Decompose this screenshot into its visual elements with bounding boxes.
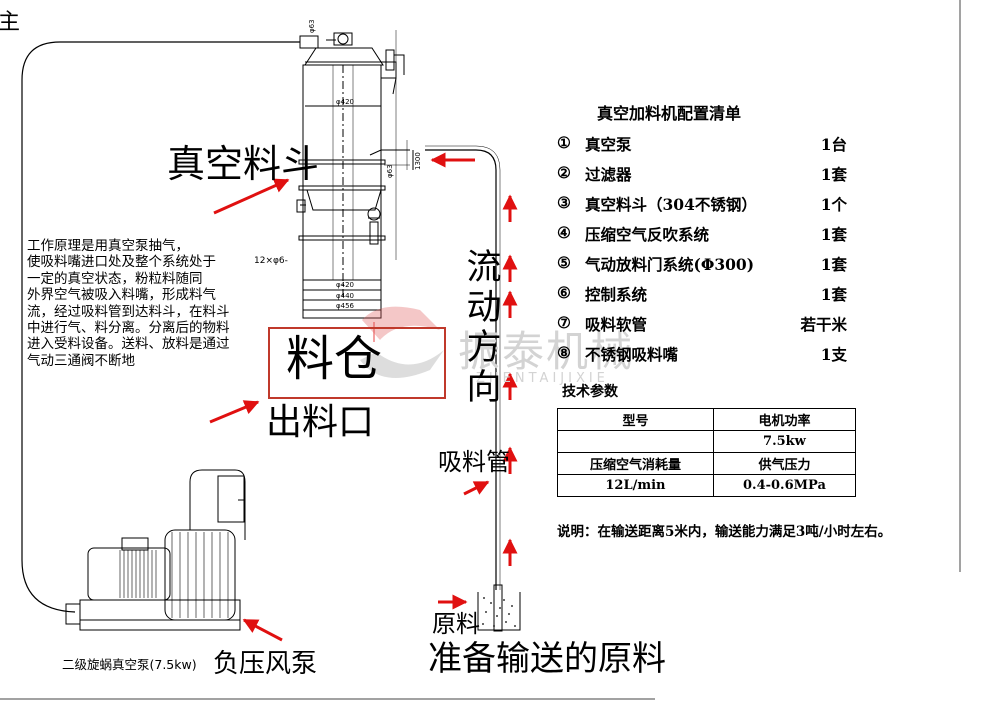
table-row: 型号 电机功率 <box>557 408 857 431</box>
silo-box <box>268 327 446 399</box>
config-item: ⑥ 控制系统 1套 <box>557 283 847 307</box>
watermark-text: 振泰机械 <box>458 327 635 376</box>
config-item: ① 真空泵 1台 <box>557 133 847 157</box>
config-name: 不锈钢吸料嘴 <box>585 345 679 364</box>
dim-bottom-3: φ456 <box>336 302 355 310</box>
config-name: 压缩空气反吹系统 <box>585 225 710 244</box>
suction-pipe <box>425 149 497 590</box>
config-item: ⑤ 气动放料门系统(Φ300) 1套 <box>557 253 847 277</box>
vacuum-pump-drawing <box>65 469 246 631</box>
spec-cell <box>557 430 714 453</box>
config-num: ④ <box>557 223 571 242</box>
spec-cell: 7.5kw <box>712 430 857 453</box>
prepare-label: 准备输送的原料 <box>428 639 666 679</box>
config-num: ⑥ <box>557 283 571 302</box>
config-item: ④ 压缩空气反吹系统 1套 <box>557 223 847 247</box>
spec-cell: 0.4-0.6MPa <box>712 474 857 497</box>
config-qty: 1套 <box>820 285 847 304</box>
watermark-logo <box>360 306 444 378</box>
table-row: 压缩空气消耗量 供气压力 <box>557 452 857 475</box>
config-qty: 1台 <box>820 135 847 154</box>
config-num: ⑦ <box>557 313 571 332</box>
table-row: 12L/min 0.4-0.6MPa <box>557 474 857 497</box>
dim-top-pipe: φ63 <box>308 19 316 33</box>
config-num: ③ <box>557 193 571 212</box>
dim-bottom-2: φ440 <box>336 292 354 300</box>
config-qty: 1支 <box>820 345 847 364</box>
config-num: ① <box>557 133 571 152</box>
config-qty: 1套 <box>820 255 847 274</box>
table-row: 7.5kw <box>557 430 857 453</box>
config-qty: 若干米 <box>800 315 847 334</box>
config-item: ③ 真空料斗（304不锈钢） 1个 <box>557 193 847 217</box>
flow-direction-label: 流动方向 <box>466 248 502 408</box>
config-title: 真空加料机配置清单 <box>597 104 742 123</box>
dim-top: φ420 <box>336 98 354 106</box>
fan-label: 负压风泵 <box>213 649 318 679</box>
working-principle-text: 工作原理是用真空泵抽气， 使吸料嘴进口处及整个系统处于 一定的真空状态，粉粒料随… <box>27 238 230 369</box>
raw-material-label: 原料 <box>432 610 480 638</box>
spec-header-power: 电机功率 <box>712 408 857 431</box>
config-name: 控制系统 <box>585 285 648 304</box>
config-item: ⑧ 不锈钢吸料嘴 1支 <box>557 343 847 367</box>
pump-caption: 二级旋蜗真空泵(7.5kw) <box>62 657 197 672</box>
config-num: ⑤ <box>557 253 571 272</box>
config-num: ⑧ <box>557 343 571 362</box>
dim-bottom-1: φ420 <box>336 281 354 289</box>
config-name: 真空泵 <box>585 135 632 154</box>
watermark-subtext: ZHENTAIJIXIE <box>476 371 609 386</box>
config-qty: 1个 <box>820 195 847 214</box>
flow-arrows <box>209 152 518 642</box>
air-return-pipe <box>21 41 318 613</box>
hopper-label: 真空料斗 <box>167 142 320 186</box>
outlet-label: 出料口 <box>266 402 375 443</box>
spec-cell: 压缩空气消耗量 <box>557 452 714 475</box>
config-item: ② 过滤器 1套 <box>557 163 847 187</box>
dim-holes: 12×φ6- <box>254 256 288 266</box>
config-name: 吸料软管 <box>585 315 648 334</box>
spec-table: 型号 电机功率 7.5kw 压缩空气消耗量 供气压力 12L/min 0.4-0… <box>557 408 857 497</box>
config-qty: 1套 <box>820 165 847 184</box>
config-num: ② <box>557 163 571 182</box>
spec-cell: 12L/min <box>557 474 714 497</box>
raw-material-bucket <box>477 584 521 632</box>
config-name: 气动放料门系统(Φ300) <box>585 255 755 274</box>
vacuum-hopper-drawing <box>296 30 414 319</box>
dim-side: φ63 <box>386 164 394 178</box>
config-item: ⑦ 吸料软管 若干米 <box>557 313 847 337</box>
silo-label: 料仓 <box>286 331 383 387</box>
config-name: 真空料斗（304不锈钢） <box>585 195 757 214</box>
note-text: 说明：在输送距离5米内，输送能力满足3吨/小时左右。 <box>557 524 892 540</box>
config-name: 过滤器 <box>585 165 632 184</box>
top-pipe-fitting <box>299 35 319 49</box>
corner-char: 主 <box>0 10 21 35</box>
dim-height: 1300 <box>414 152 422 170</box>
config-qty: 1套 <box>820 225 847 244</box>
spec-cell: 供气压力 <box>712 452 857 475</box>
spec-header-model: 型号 <box>557 408 714 431</box>
spec-title: 技术参数 <box>562 384 618 400</box>
suction-pipe-label: 吸料管 <box>438 448 510 476</box>
